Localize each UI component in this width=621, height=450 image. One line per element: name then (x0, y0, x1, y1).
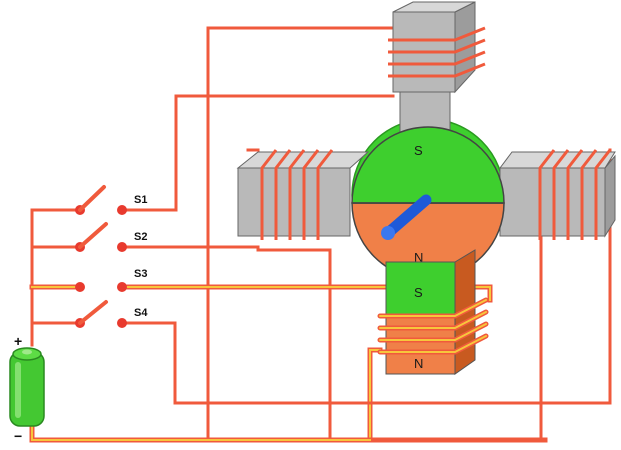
battery-terminal (22, 349, 32, 355)
switch-s1-lever (78, 185, 106, 212)
stator-pole-bottom: S N (377, 249, 489, 375)
switch-s2-contact-right (117, 242, 127, 252)
coil-bottom (377, 297, 489, 355)
switch-s2[interactable]: S2 (75, 222, 147, 252)
pole-right-side (604, 154, 616, 238)
pole-top-stem (399, 91, 451, 133)
switch-s1-contact-right (117, 205, 127, 215)
rotor: S N (351, 126, 505, 280)
wire-s4 (120, 148, 612, 405)
switch-s4[interactable]: S4 (75, 300, 148, 328)
rotor-shaft (382, 194, 432, 239)
pole-left-front (237, 167, 351, 237)
rotor-north-label: N (414, 250, 423, 265)
wire-bus-positive (30, 208, 82, 347)
switch-s4-label: S4 (134, 307, 148, 319)
stator-pole-right (499, 149, 616, 240)
wiring (29, 26, 612, 443)
switch-s3-label: S3 (134, 268, 147, 280)
switch-s3-contact-left (75, 282, 85, 292)
coil-right (538, 149, 612, 240)
battery: + − (9, 333, 45, 444)
stator-pole-left (236, 149, 370, 240)
switch-s1[interactable]: S1 (75, 185, 147, 215)
battery-minus-label: − (14, 428, 22, 444)
wire-s1 (120, 94, 395, 212)
rotor-south-label: S (414, 143, 423, 158)
rotor-south-half (351, 126, 505, 204)
wire-left-return (246, 148, 332, 442)
wire-bottom-return-inner (369, 349, 381, 441)
wire-s3-inner (121, 286, 491, 301)
wire-bottom-return-outer (367, 347, 383, 443)
rotor-shaft-tip (381, 226, 395, 240)
stator-pole-top (388, 1, 486, 133)
wire-top-return (206, 26, 395, 442)
switch-s1-label: S1 (134, 194, 147, 206)
switch-s3[interactable]: S3 (75, 268, 147, 292)
wire-ground-inner (31, 424, 371, 441)
switch-s4-lever (78, 300, 108, 325)
coil-left (260, 149, 334, 240)
wire-ground-outer (29, 422, 548, 443)
energized-pole-north-label: N (414, 356, 423, 371)
pole-left-top (236, 151, 370, 169)
switch-s4-contact-right (117, 318, 127, 328)
energized-pole-south-label: S (414, 285, 423, 300)
coil-top (388, 26, 486, 78)
switch-s2-label: S2 (134, 231, 147, 243)
switch-s2-lever (78, 222, 108, 249)
switch-s3-contact-right (117, 282, 127, 292)
battery-highlight (15, 362, 21, 418)
battery-plus-label: + (14, 333, 22, 349)
pole-bottom-upper (385, 261, 456, 319)
